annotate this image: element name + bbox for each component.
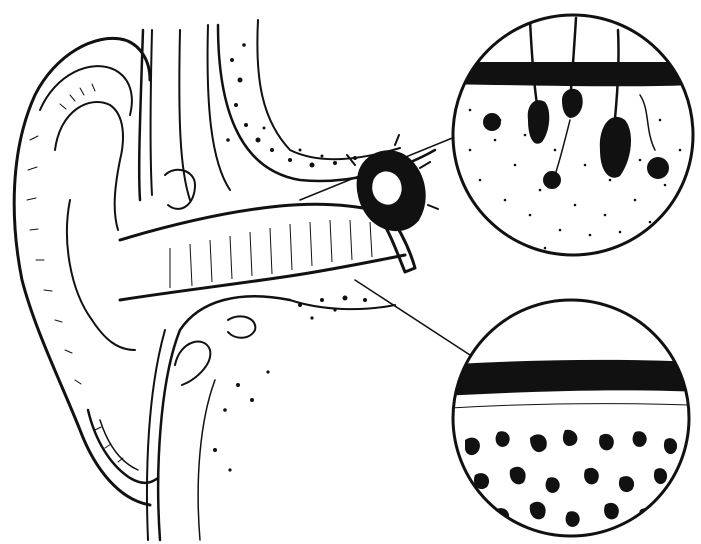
ear-canal-walls: [139, 20, 435, 540]
bone-stipple: [213, 43, 367, 471]
magnified-view-cartilage: [440, 300, 700, 536]
auricle: [14, 38, 158, 505]
magnified-view-hair-follicles: [440, 15, 701, 255]
auricle-shading: [27, 84, 123, 462]
